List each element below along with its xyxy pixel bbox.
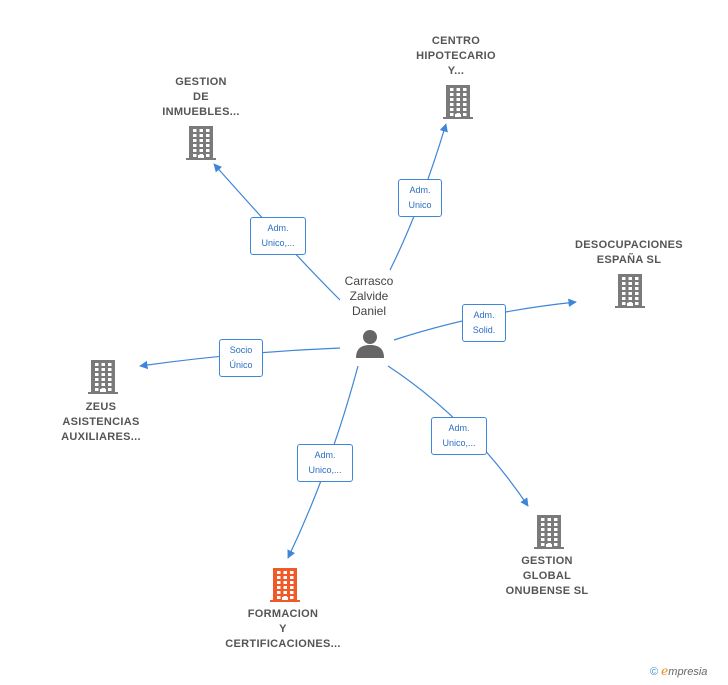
company-label-line: CENTRO	[431, 35, 481, 47]
role-badge[interactable]: Socio Único	[219, 339, 263, 377]
person-name-line: Carrasco	[344, 274, 394, 288]
role-line: Socio	[229, 345, 253, 355]
company-label-line: FORMACION	[247, 608, 319, 620]
company-label-gestion-global-onubense[interactable]: GESTION GLOBAL ONUBENSE SL	[492, 554, 602, 599]
company-label-line: GLOBAL	[522, 570, 572, 582]
company-label-line: Y	[279, 623, 287, 635]
brand-logo-initial: e	[661, 664, 669, 678]
role-line: Unico,...	[308, 465, 342, 475]
brand-logo-text: mpresia	[668, 666, 708, 678]
person-name-line: Daniel	[351, 304, 387, 318]
building-icon[interactable]	[186, 126, 216, 165]
company-label-formacion-certificaciones[interactable]: FORMACION Y CERTIFICACIONES...	[213, 607, 353, 652]
building-icon[interactable]	[270, 568, 300, 607]
person-name[interactable]: Carrasco Zalvide Daniel	[326, 274, 412, 319]
company-label-line: ESPAÑA SL	[596, 254, 662, 266]
company-label-line: HIPOTECARIO	[416, 50, 496, 62]
building-icon[interactable]	[534, 515, 564, 554]
company-label-line: ONUBENSE SL	[505, 585, 589, 597]
role-badge[interactable]: Adm. Unico,...	[297, 444, 353, 482]
company-label-line: GESTION	[521, 555, 573, 567]
person-icon[interactable]	[355, 328, 385, 358]
role-badge[interactable]: Adm. Solid.	[462, 304, 506, 342]
company-label-line: INMUEBLES...	[162, 106, 240, 118]
role-line: Solid.	[472, 325, 496, 335]
role-line: Adm.	[267, 223, 289, 233]
company-label-line: DESOCUPACIONES	[575, 239, 683, 251]
company-label-line: Y...	[447, 65, 465, 77]
role-badge[interactable]: Adm. Unico	[398, 179, 442, 217]
company-label-line: CERTIFICACIONES...	[225, 638, 341, 650]
role-line: Único	[229, 360, 253, 370]
company-label-line: AUXILIARES...	[61, 431, 141, 443]
copyright-symbol: ©	[650, 666, 659, 678]
role-line: Unico,...	[261, 238, 295, 248]
role-badge[interactable]: Adm. Unico,...	[250, 217, 306, 255]
building-icon[interactable]	[443, 85, 473, 124]
company-label-centro-hipotecario[interactable]: CENTRO HIPOTECARIO Y...	[401, 34, 511, 79]
company-label-line: ZEUS	[85, 401, 117, 413]
footer-brand: © empresia	[650, 664, 707, 678]
role-line: Unico	[408, 200, 432, 210]
company-label-desocupaciones-espana[interactable]: DESOCUPACIONES ESPAÑA SL	[568, 238, 690, 268]
role-line: Adm.	[448, 423, 470, 433]
role-line: Adm.	[409, 185, 431, 195]
role-badge[interactable]: Adm. Unico,...	[431, 417, 487, 455]
company-label-line: ASISTENCIAS	[62, 416, 140, 428]
role-line: Adm.	[314, 450, 336, 460]
company-label-line: GESTION	[175, 76, 227, 88]
building-icon[interactable]	[88, 360, 118, 399]
building-icon[interactable]	[615, 274, 645, 313]
role-line: Unico,...	[442, 438, 476, 448]
company-label-gestion-inmuebles[interactable]: GESTION DE INMUEBLES...	[146, 75, 256, 120]
company-label-zeus-asistencias[interactable]: ZEUS ASISTENCIAS AUXILIARES...	[46, 400, 156, 445]
person-name-line: Zalvide	[349, 289, 389, 303]
role-line: Adm.	[473, 310, 495, 320]
company-label-line: DE	[193, 91, 209, 103]
